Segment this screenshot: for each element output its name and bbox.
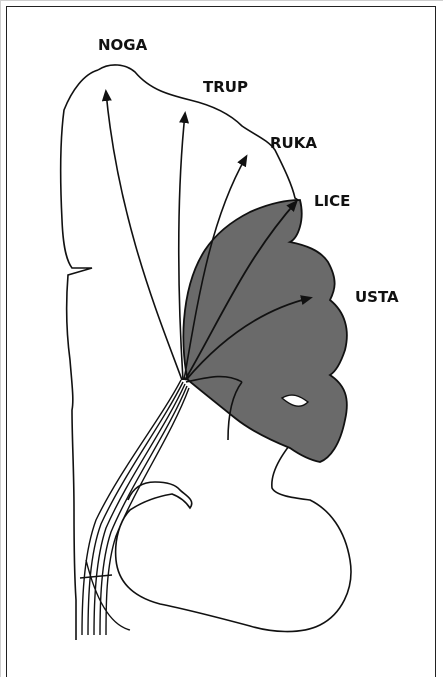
label-ruka: RUKA [270,134,317,152]
lower-outline [116,432,351,632]
arrow-noga [106,92,182,380]
label-lice: LICE [314,192,350,210]
label-usta: USTA [355,288,399,306]
label-noga: NOGA [98,36,148,54]
shaded-region [183,200,347,462]
inner-fold [86,560,130,630]
label-trup: TRUP [203,78,248,96]
